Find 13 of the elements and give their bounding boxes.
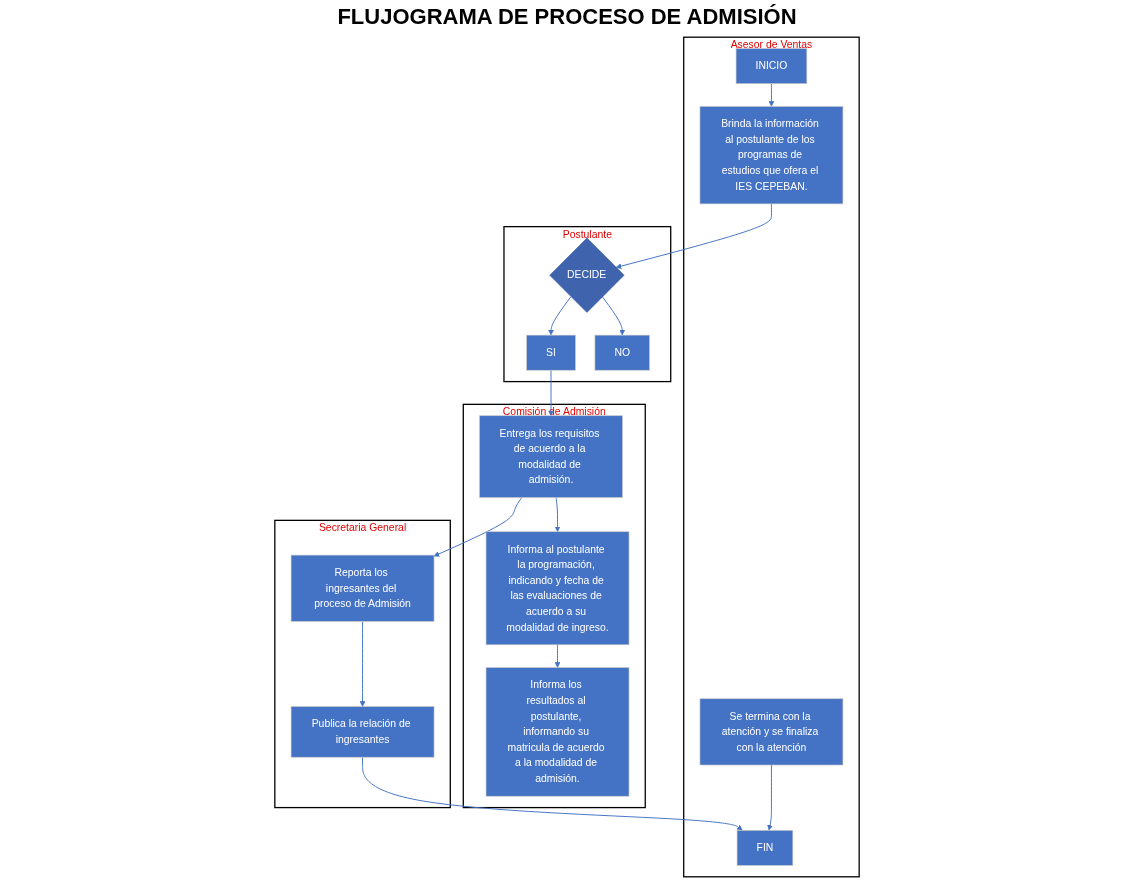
node-box: Publica la relación de ingresantes (290, 706, 435, 758)
node-box: SI (526, 334, 576, 371)
node-box: Brinda la información al postulante de los programas de estudios que ofera el IES CEPEBAN. (699, 106, 844, 205)
node-box: Informa al postulante la programación, indicando y fecha de las evaluaciones de acuerdo a su modalidad de ingreso. (485, 531, 630, 646)
node-box: FIN (736, 830, 794, 866)
node-box: INICIO (735, 48, 808, 84)
node-box: Se termina con la atención y se finaliza con la atención (699, 698, 844, 766)
node-box: Entrega los requisitos de acuerdo a la modalidad de admisión. (479, 415, 623, 498)
node-box: Informa los resultados al postulante, informando su matricula de acuerdo a la modalidad de admisión. (485, 667, 630, 797)
diagram-title: FLUJOGRAMA DE PROCESO DE ADMISIÓN (336, 4, 798, 30)
node-diamond: DECIDE (549, 237, 625, 313)
node-box: NO (594, 334, 650, 371)
node-box: Reporta los ingresantes del proceso de Admisión (290, 554, 435, 622)
